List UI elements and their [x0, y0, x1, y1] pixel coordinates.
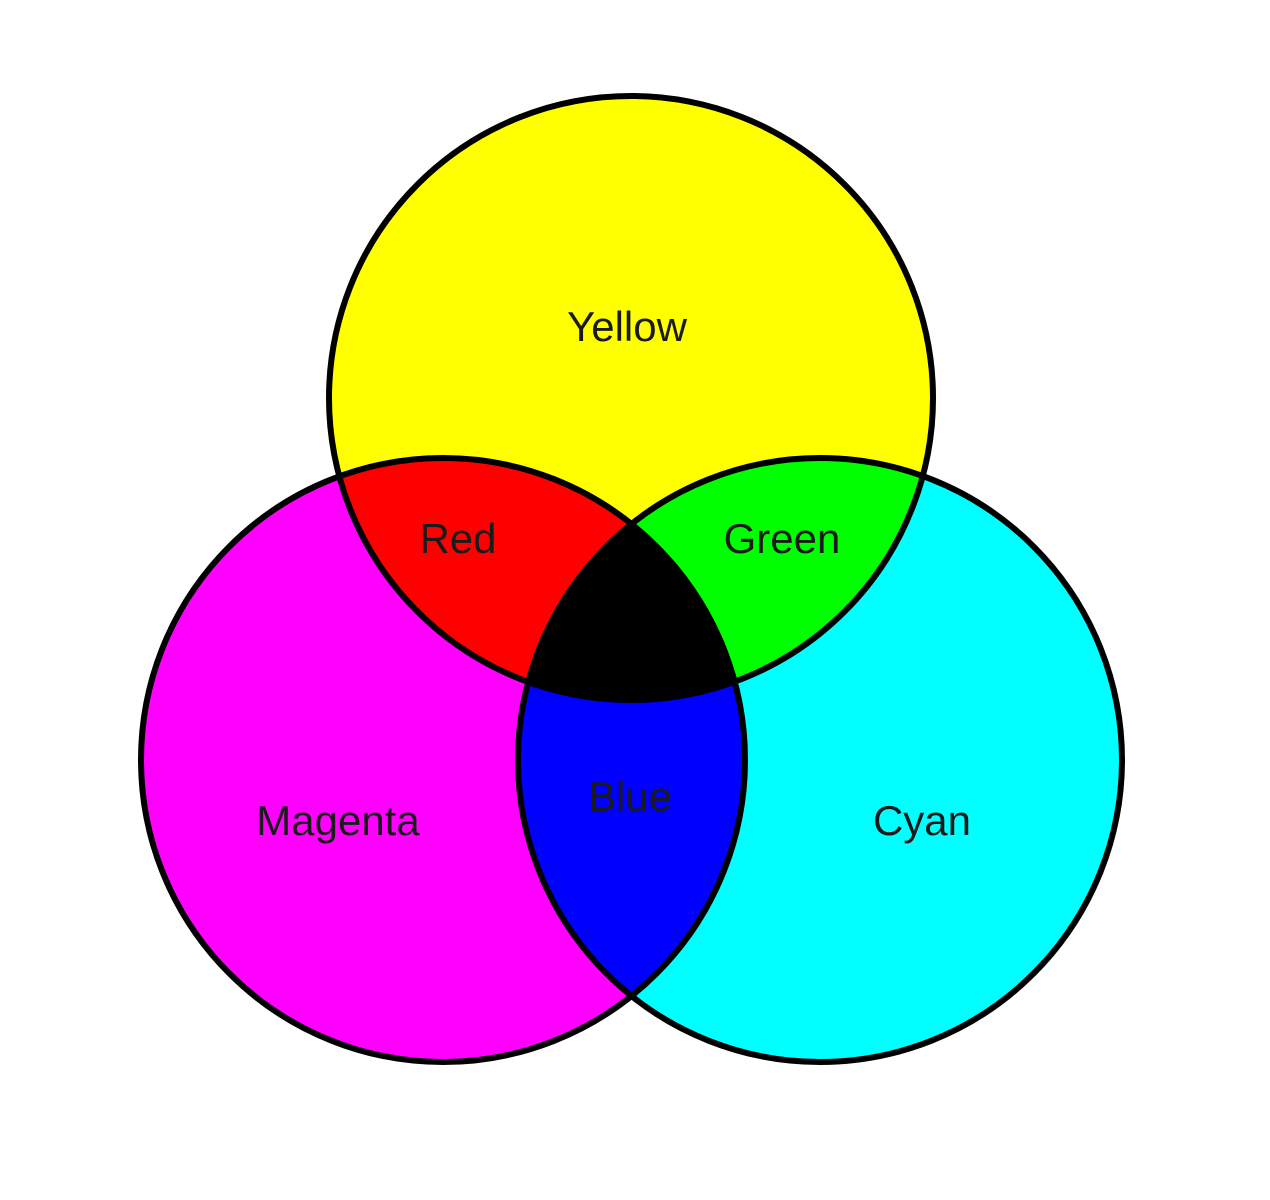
magenta-circle-outline: [138, 455, 748, 1065]
black-center-overlap: [518, 458, 745, 700]
label-blue: Blue: [588, 773, 672, 820]
label-magenta: Magenta: [256, 797, 420, 844]
label-cyan: Cyan: [873, 797, 971, 844]
yellow-circle-outline: [326, 93, 936, 703]
label-yellow: Yellow: [567, 303, 688, 350]
label-green: Green: [724, 515, 841, 562]
cyan-circle-outline: [515, 455, 1125, 1065]
label-red: Red: [419, 515, 496, 562]
